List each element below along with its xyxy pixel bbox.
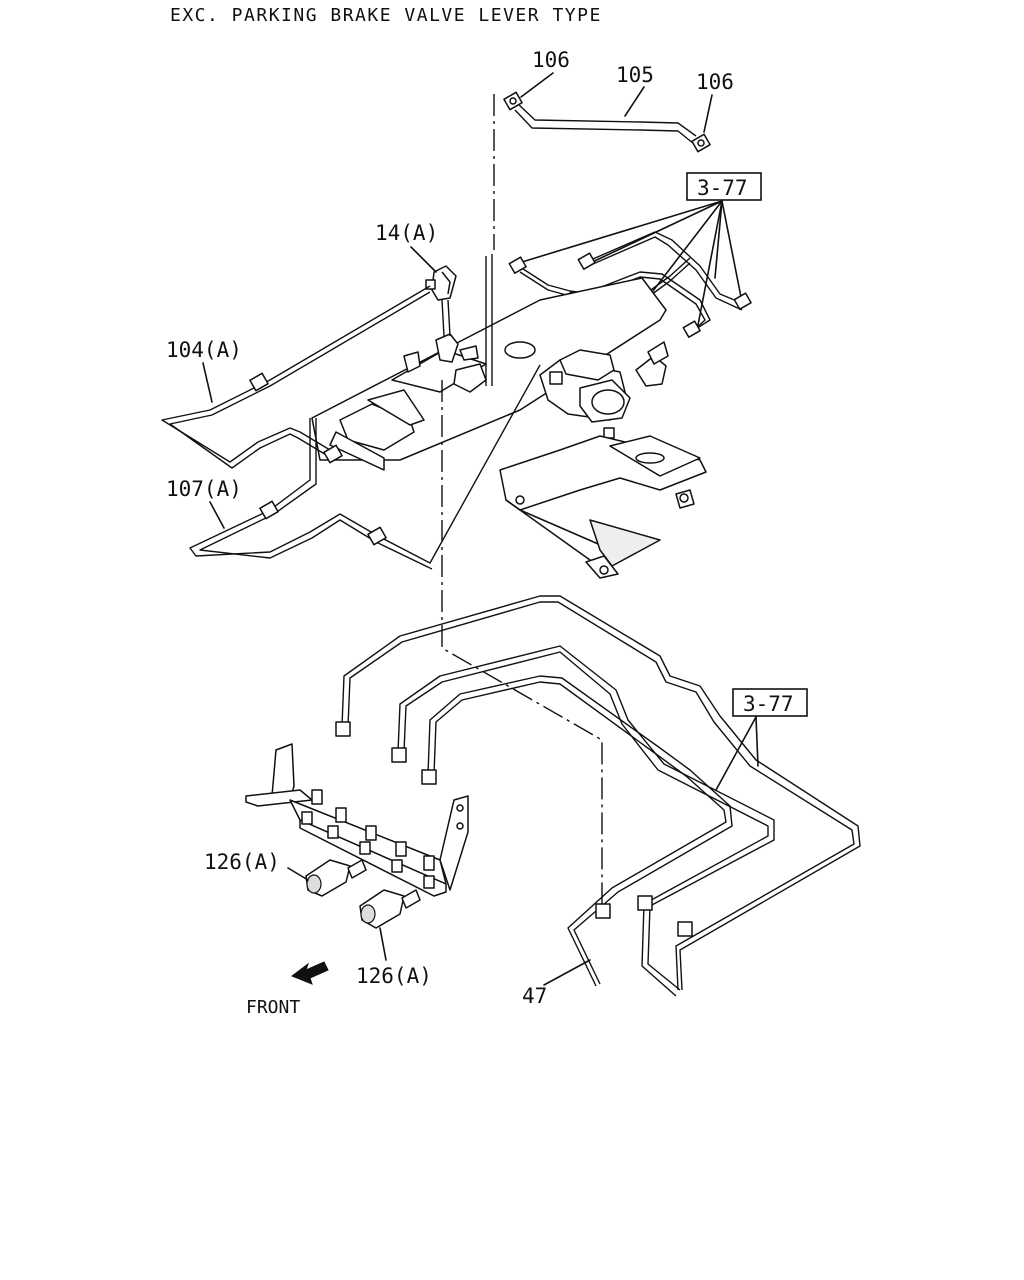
callout-107a: 107(A) [166,477,242,501]
pressure-switch-126a-lower [359,889,421,929]
leader-126a-lower [379,927,387,961]
pipe-104a [161,285,431,469]
manifold-block [245,743,469,897]
ref-box-bottom [732,688,808,717]
pressure-switch-126a-upper [305,859,367,897]
leaders-ref-bottom [715,716,759,791]
leader-105 [624,86,645,117]
ref-label-bottom: 3-77 [743,692,794,716]
front-arrow-icon [290,961,329,985]
leader-47 [543,959,591,986]
bracket-lower [499,435,707,579]
leader-106-left [520,72,554,98]
callout-47: 47 [522,984,547,1008]
front-label: FRONT [246,997,300,1018]
hose-clamp-106-right [691,133,711,153]
callout-126a-upper: 126(A) [204,850,280,874]
leader-107a [209,501,225,529]
diagram-title: EXC. PARKING BRAKE VALVE LEVER TYPE [170,5,602,26]
callout-126a-lower: 126(A) [356,964,432,988]
pipe-107a [189,364,541,570]
leader-126a-upper [287,867,309,881]
relay-valve [539,341,669,439]
tee-fitting-14a [425,265,457,301]
ref-box-top [686,172,762,201]
hose-105 [514,102,697,145]
callout-104a: 104(A) [166,338,242,362]
leader-14a [410,246,437,273]
mounting-plate [311,277,667,471]
leader-106-right [703,94,713,133]
valve-fittings-center [403,254,493,393]
leader-104a [202,362,213,403]
pipes-lower-long [335,595,861,997]
ref-label-top: 3-77 [697,176,748,200]
callout-106-right: 106 [696,70,734,94]
hose-clamp-106-left [503,91,523,111]
callout-106-left: 106 [532,48,570,72]
callout-105: 105 [616,63,654,87]
callout-14a: 14(A) [375,221,438,245]
centerline-lower [441,380,603,905]
